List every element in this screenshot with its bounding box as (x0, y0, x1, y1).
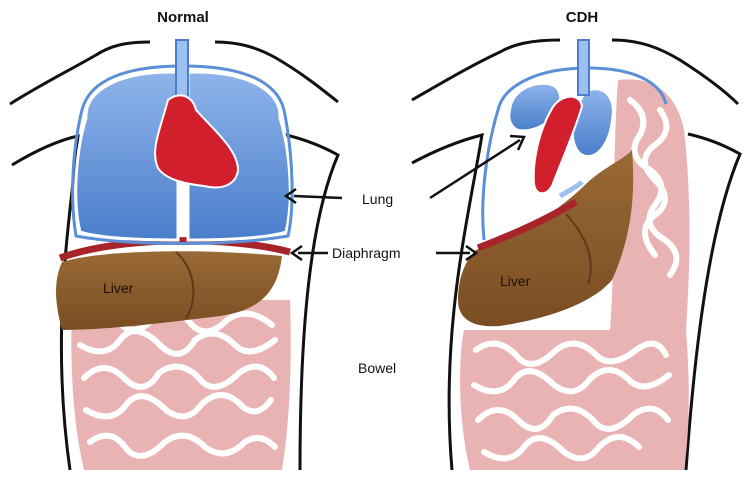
lung-label: Lung (362, 191, 393, 207)
normal-title: Normal (157, 9, 209, 26)
bowel-label: Bowel (358, 360, 396, 376)
lung-arrow-normal (294, 196, 342, 198)
normal-panel: Normal Liver (10, 9, 338, 470)
diaphragm-label: Diaphragm (332, 245, 400, 261)
cdh-title: CDH (566, 9, 599, 26)
cdh-panel: CDH Liver (412, 9, 740, 470)
cdh-liver-label: Liver (500, 273, 531, 289)
normal-liver-label: Liver (103, 280, 134, 296)
cdh-right-body-outline (686, 134, 740, 470)
